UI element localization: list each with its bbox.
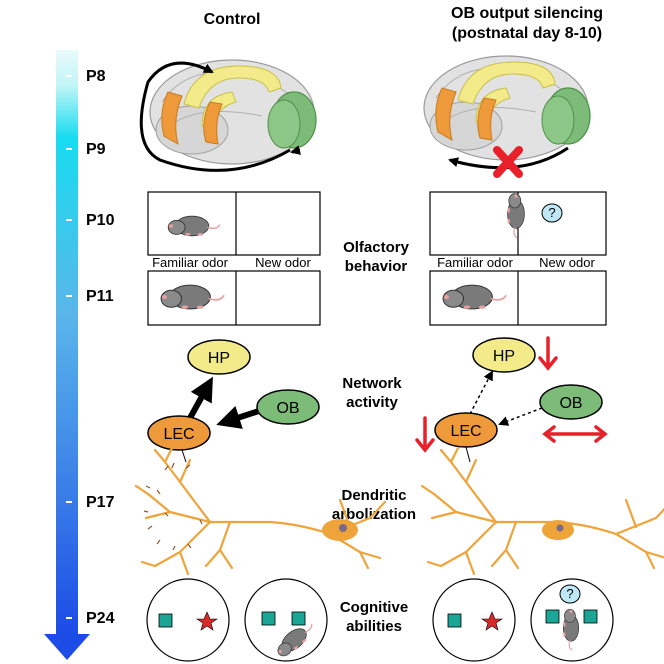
timeline-arrow — [44, 50, 90, 660]
neuron-control — [134, 446, 387, 576]
dendritic-spines-control — [143, 462, 203, 551]
brain-circuit-arrow-control — [139, 61, 301, 172]
odor-box-silenced-p10 — [429, 191, 607, 256]
timeline-label-p10: P10 — [86, 212, 115, 229]
odor-label-new-silenced: New odor — [539, 255, 595, 270]
neuron-silenced — [420, 446, 664, 576]
network-silenced-hp-label: HP — [493, 348, 515, 365]
question-bubble-p24: ? — [566, 586, 573, 601]
brain-control — [149, 59, 317, 165]
network-silenced-hp-node: HP — [472, 337, 536, 373]
block-cross-icon — [493, 146, 523, 178]
network-control-connections — [187, 376, 263, 429]
brain-silenced — [423, 55, 591, 161]
network-control-hp-node: HP — [187, 339, 251, 375]
timeline-label-p24: P24 — [86, 610, 115, 627]
odor-label-familiar-silenced: Familiar odor — [437, 255, 514, 270]
arena-silenced-sample — [432, 578, 516, 662]
network-control-lec-label: LEC — [163, 426, 194, 443]
network-silenced-lec-node: LEC — [434, 412, 498, 448]
section-network-line2: activity — [346, 394, 398, 411]
arena-silenced-test — [530, 578, 614, 662]
section-network-line1: Network — [342, 375, 402, 392]
network-control-hp-label: HP — [208, 350, 230, 367]
section-dendritic-line1: Dendritic — [341, 487, 406, 504]
column-title-silencing: OB output silencing — [451, 5, 603, 22]
network-control-lec-node: LEC — [147, 415, 211, 451]
section-cognitive-line2: abilities — [346, 618, 402, 635]
section-olfactory-line2: behavior — [345, 258, 408, 275]
timeline-label-p9: P9 — [86, 141, 106, 158]
column-subtitle-silencing: (postnatal day 8-10) — [452, 25, 602, 42]
lec-to-neuron-connector-control — [181, 449, 187, 463]
column-title-control: Control — [204, 11, 261, 28]
odor-label-familiar-control: Familiar odor — [152, 255, 229, 270]
network-control-ob-label: OB — [276, 400, 299, 417]
network-control-ob-node: OB — [256, 389, 320, 425]
section-olfactory-line1: Olfactory — [343, 239, 410, 256]
decrease-arrow-hp-icon — [538, 336, 558, 371]
timeline-label-p17: P17 — [86, 494, 115, 511]
timeline-label-p8: P8 — [86, 68, 106, 85]
section-cognitive-line1: Cognitive — [340, 599, 408, 616]
network-silenced-lec-label: LEC — [450, 423, 481, 440]
network-silenced-connections — [469, 370, 543, 426]
odor-label-new-control: New odor — [255, 255, 311, 270]
arena-control-test — [244, 578, 328, 662]
lec-to-neuron-connector-silenced — [465, 446, 471, 463]
odor-box-control-p10 — [147, 191, 321, 256]
bidirectional-arrow-ob-icon — [542, 425, 608, 443]
decrease-arrow-lec-icon — [415, 416, 435, 453]
odor-box-control-p11 — [147, 270, 321, 326]
odor-box-silenced-p11 — [429, 270, 607, 326]
network-silenced-ob-label: OB — [559, 395, 582, 412]
timeline-label-p11: P11 — [86, 288, 114, 305]
network-silenced-ob-node: OB — [539, 384, 603, 420]
question-bubble-p10: ? — [548, 205, 555, 220]
timeline-ticks — [66, 75, 72, 619]
arena-control-sample — [146, 578, 230, 662]
